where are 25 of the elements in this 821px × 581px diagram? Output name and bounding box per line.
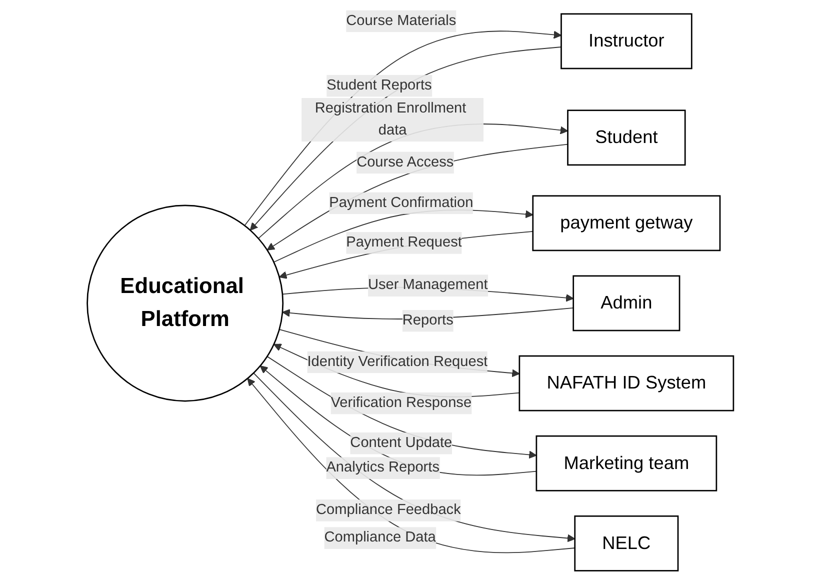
edge-label: Verification Response [330, 395, 472, 411]
arrow [258, 124, 568, 239]
edge-label: Identity Verification Request [307, 354, 488, 370]
edge-label: Analytics Reports [326, 460, 440, 476]
edge-label: Registration Enrollment data [315, 100, 466, 138]
node-box: Admin [572, 275, 680, 332]
edge-label: Compliance Data [324, 530, 436, 546]
edge-label: Payment Confirmation [329, 194, 474, 210]
edge-label: Compliance Feedback [316, 502, 462, 518]
node-box: NAFATH ID System [518, 355, 734, 412]
node-box: Marketing team [536, 435, 718, 492]
node-box: payment getway [532, 195, 721, 252]
node-box: NELC [574, 515, 679, 572]
node-box: Student [567, 110, 686, 166]
edge-label: Course Access [356, 154, 454, 170]
arrow [279, 231, 534, 279]
arrow [274, 210, 534, 263]
edge-label: Content Update [350, 435, 452, 451]
node-circle: Educational Platform [86, 204, 284, 402]
edge-label: Course Materials [346, 13, 456, 28]
edge-label: Reports [402, 312, 454, 328]
edge-label: User Management [368, 277, 488, 293]
node-box: Instructor [560, 13, 692, 70]
edge-label: Payment Request [346, 234, 462, 250]
edge-label: Student Reports [326, 78, 432, 94]
